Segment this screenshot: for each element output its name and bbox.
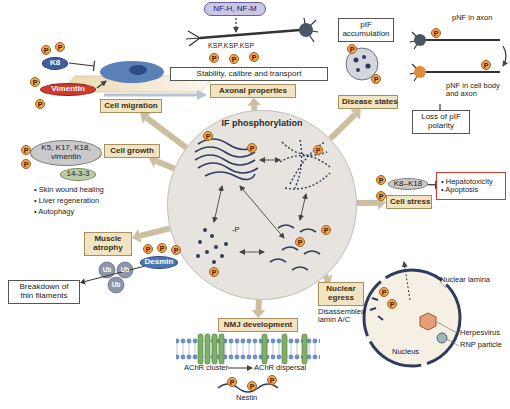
annotation: pNF in axon bbox=[452, 14, 504, 22]
part-label: Disassembled lamin A/C bbox=[318, 308, 370, 325]
node-text: pIF accumulation bbox=[342, 21, 390, 39]
bullet-item: • Liver regeneration bbox=[34, 197, 99, 205]
node-text: • Apoptosis bbox=[441, 186, 478, 194]
node-text: Axonal properties bbox=[219, 87, 287, 96]
part-label: RNP particle bbox=[460, 341, 502, 349]
protein-oval: K8 bbox=[42, 57, 68, 70]
node-text: K8 bbox=[50, 59, 60, 68]
bullet-item: • Skin wound healing bbox=[34, 186, 104, 194]
node-text: NF-H, NF-M bbox=[213, 5, 257, 14]
phospho-circle: P bbox=[313, 145, 323, 155]
phospho-circle: P bbox=[379, 287, 389, 297]
node-text: Stability, calibre and transport bbox=[197, 70, 302, 79]
protein-oval: K5, K17, K18, vimentin bbox=[30, 140, 102, 166]
annotation: pNF in cell body and axon bbox=[446, 82, 506, 99]
outcome-box: • Hepatotoxicity• Apoptosis bbox=[436, 172, 506, 200]
phospho-circle: P bbox=[171, 245, 181, 255]
phospho-circle: P bbox=[203, 131, 213, 141]
phospho-circle: P bbox=[267, 375, 277, 385]
central-circle: IF phosphorylation bbox=[167, 110, 357, 300]
node-text: Muscle atrophy bbox=[88, 235, 128, 253]
phospho-circle: P bbox=[209, 267, 219, 277]
node-text: • Hepatotoxicity bbox=[441, 178, 493, 186]
category-box: Axonal properties bbox=[210, 84, 296, 98]
phospho-circle: P bbox=[30, 77, 40, 87]
node-text: Cell migration bbox=[104, 102, 157, 111]
phospho-circle: P bbox=[21, 159, 31, 169]
phospho-circle: P bbox=[229, 54, 239, 64]
node-text: K8–K18 bbox=[394, 180, 422, 189]
node-text: Disease states bbox=[342, 98, 394, 107]
protein-pill: NF-H, NF-M bbox=[204, 2, 266, 16]
node-text: Cell stress bbox=[390, 198, 428, 207]
process-arrow bbox=[132, 228, 170, 242]
outcome-box: pIF accumulation bbox=[338, 18, 394, 42]
process-arrow bbox=[252, 300, 266, 318]
inhibition-line bbox=[428, 181, 436, 189]
node-text: NMJ development bbox=[224, 321, 292, 330]
process-arrow bbox=[140, 112, 186, 147]
phospho-circle: P bbox=[35, 99, 45, 109]
sequence-label: KSP.KSP.KSP bbox=[208, 42, 254, 50]
phospho-circle: P bbox=[209, 53, 219, 63]
category-box: Muscle atrophy bbox=[84, 232, 132, 256]
protein-oval: Desmin bbox=[140, 256, 178, 269]
part-label: Nucleus bbox=[392, 348, 419, 356]
node-text: Loss of pIF polarity bbox=[416, 113, 466, 131]
phospho-circle: P bbox=[387, 299, 397, 309]
phospho-circle: P bbox=[376, 191, 386, 201]
category-box: Cell growth bbox=[104, 144, 160, 158]
dephosphorylation-label: -P bbox=[232, 226, 240, 234]
category-box: Nuclear egress bbox=[318, 282, 364, 306]
phospho-circle: P bbox=[41, 45, 51, 55]
node-text: 14-3-3 bbox=[66, 170, 89, 179]
node-text: K5, K17, K18, vimentin bbox=[34, 144, 98, 162]
process-arrow bbox=[330, 109, 361, 139]
category-box: Cell migration bbox=[100, 99, 162, 113]
ubiquitin-label: Ub bbox=[117, 264, 133, 276]
node-text: Nuclear egress bbox=[322, 285, 360, 303]
node-text: Breakdown of thin filaments bbox=[12, 283, 76, 301]
phospho-circle: P bbox=[371, 74, 381, 84]
category-box: Cell stress bbox=[386, 195, 432, 209]
protein-oval: Vimentin bbox=[40, 83, 96, 96]
category-box: Disease states bbox=[338, 95, 398, 109]
part-label: AChR dispersal bbox=[254, 364, 306, 372]
outcome-box: Breakdown of thin filaments bbox=[8, 280, 80, 304]
phospho-circle: P bbox=[157, 243, 167, 253]
phospho-circle: P bbox=[247, 381, 257, 391]
phospho-circle: P bbox=[55, 42, 65, 52]
bullet-item: • Autophagy bbox=[34, 208, 74, 216]
part-label: Nestin bbox=[236, 394, 257, 402]
protein-oval: 14-3-3 bbox=[60, 168, 96, 181]
outcome-box: Loss of pIF polarity bbox=[412, 110, 470, 134]
phospho-circle: P bbox=[376, 175, 386, 185]
part-label: Nuclear lamina bbox=[440, 276, 490, 284]
ubiquitin-label: Ub bbox=[99, 264, 115, 276]
ubiquitin-label: Ub bbox=[108, 279, 124, 291]
category-box: NMJ development bbox=[218, 318, 298, 332]
process-arrow bbox=[247, 98, 261, 110]
phospho-circle: P bbox=[249, 52, 259, 62]
phospho-circle: P bbox=[347, 44, 357, 54]
protein-oval: K8–K18 bbox=[388, 178, 428, 190]
node-text: Cell growth bbox=[110, 147, 154, 156]
node-text: IF phosphorylation bbox=[222, 119, 303, 129]
phospho-circle: P bbox=[321, 225, 331, 235]
node-text: Desmin bbox=[145, 258, 174, 267]
phospho-circle: P bbox=[21, 145, 31, 155]
phospho-circle: P bbox=[227, 377, 237, 387]
phospho-circle: P bbox=[143, 244, 153, 254]
phospho-circle: P bbox=[481, 60, 491, 70]
phospho-circle: P bbox=[431, 28, 441, 38]
part-label: AChR cluster bbox=[184, 364, 228, 372]
outcome-box: Stability, calibre and transport bbox=[170, 67, 328, 81]
phospho-circle: P bbox=[247, 143, 257, 153]
part-label: Herpesvirus bbox=[460, 329, 500, 337]
node-text: Vimentin bbox=[51, 85, 85, 94]
phospho-circle: P bbox=[295, 237, 305, 247]
